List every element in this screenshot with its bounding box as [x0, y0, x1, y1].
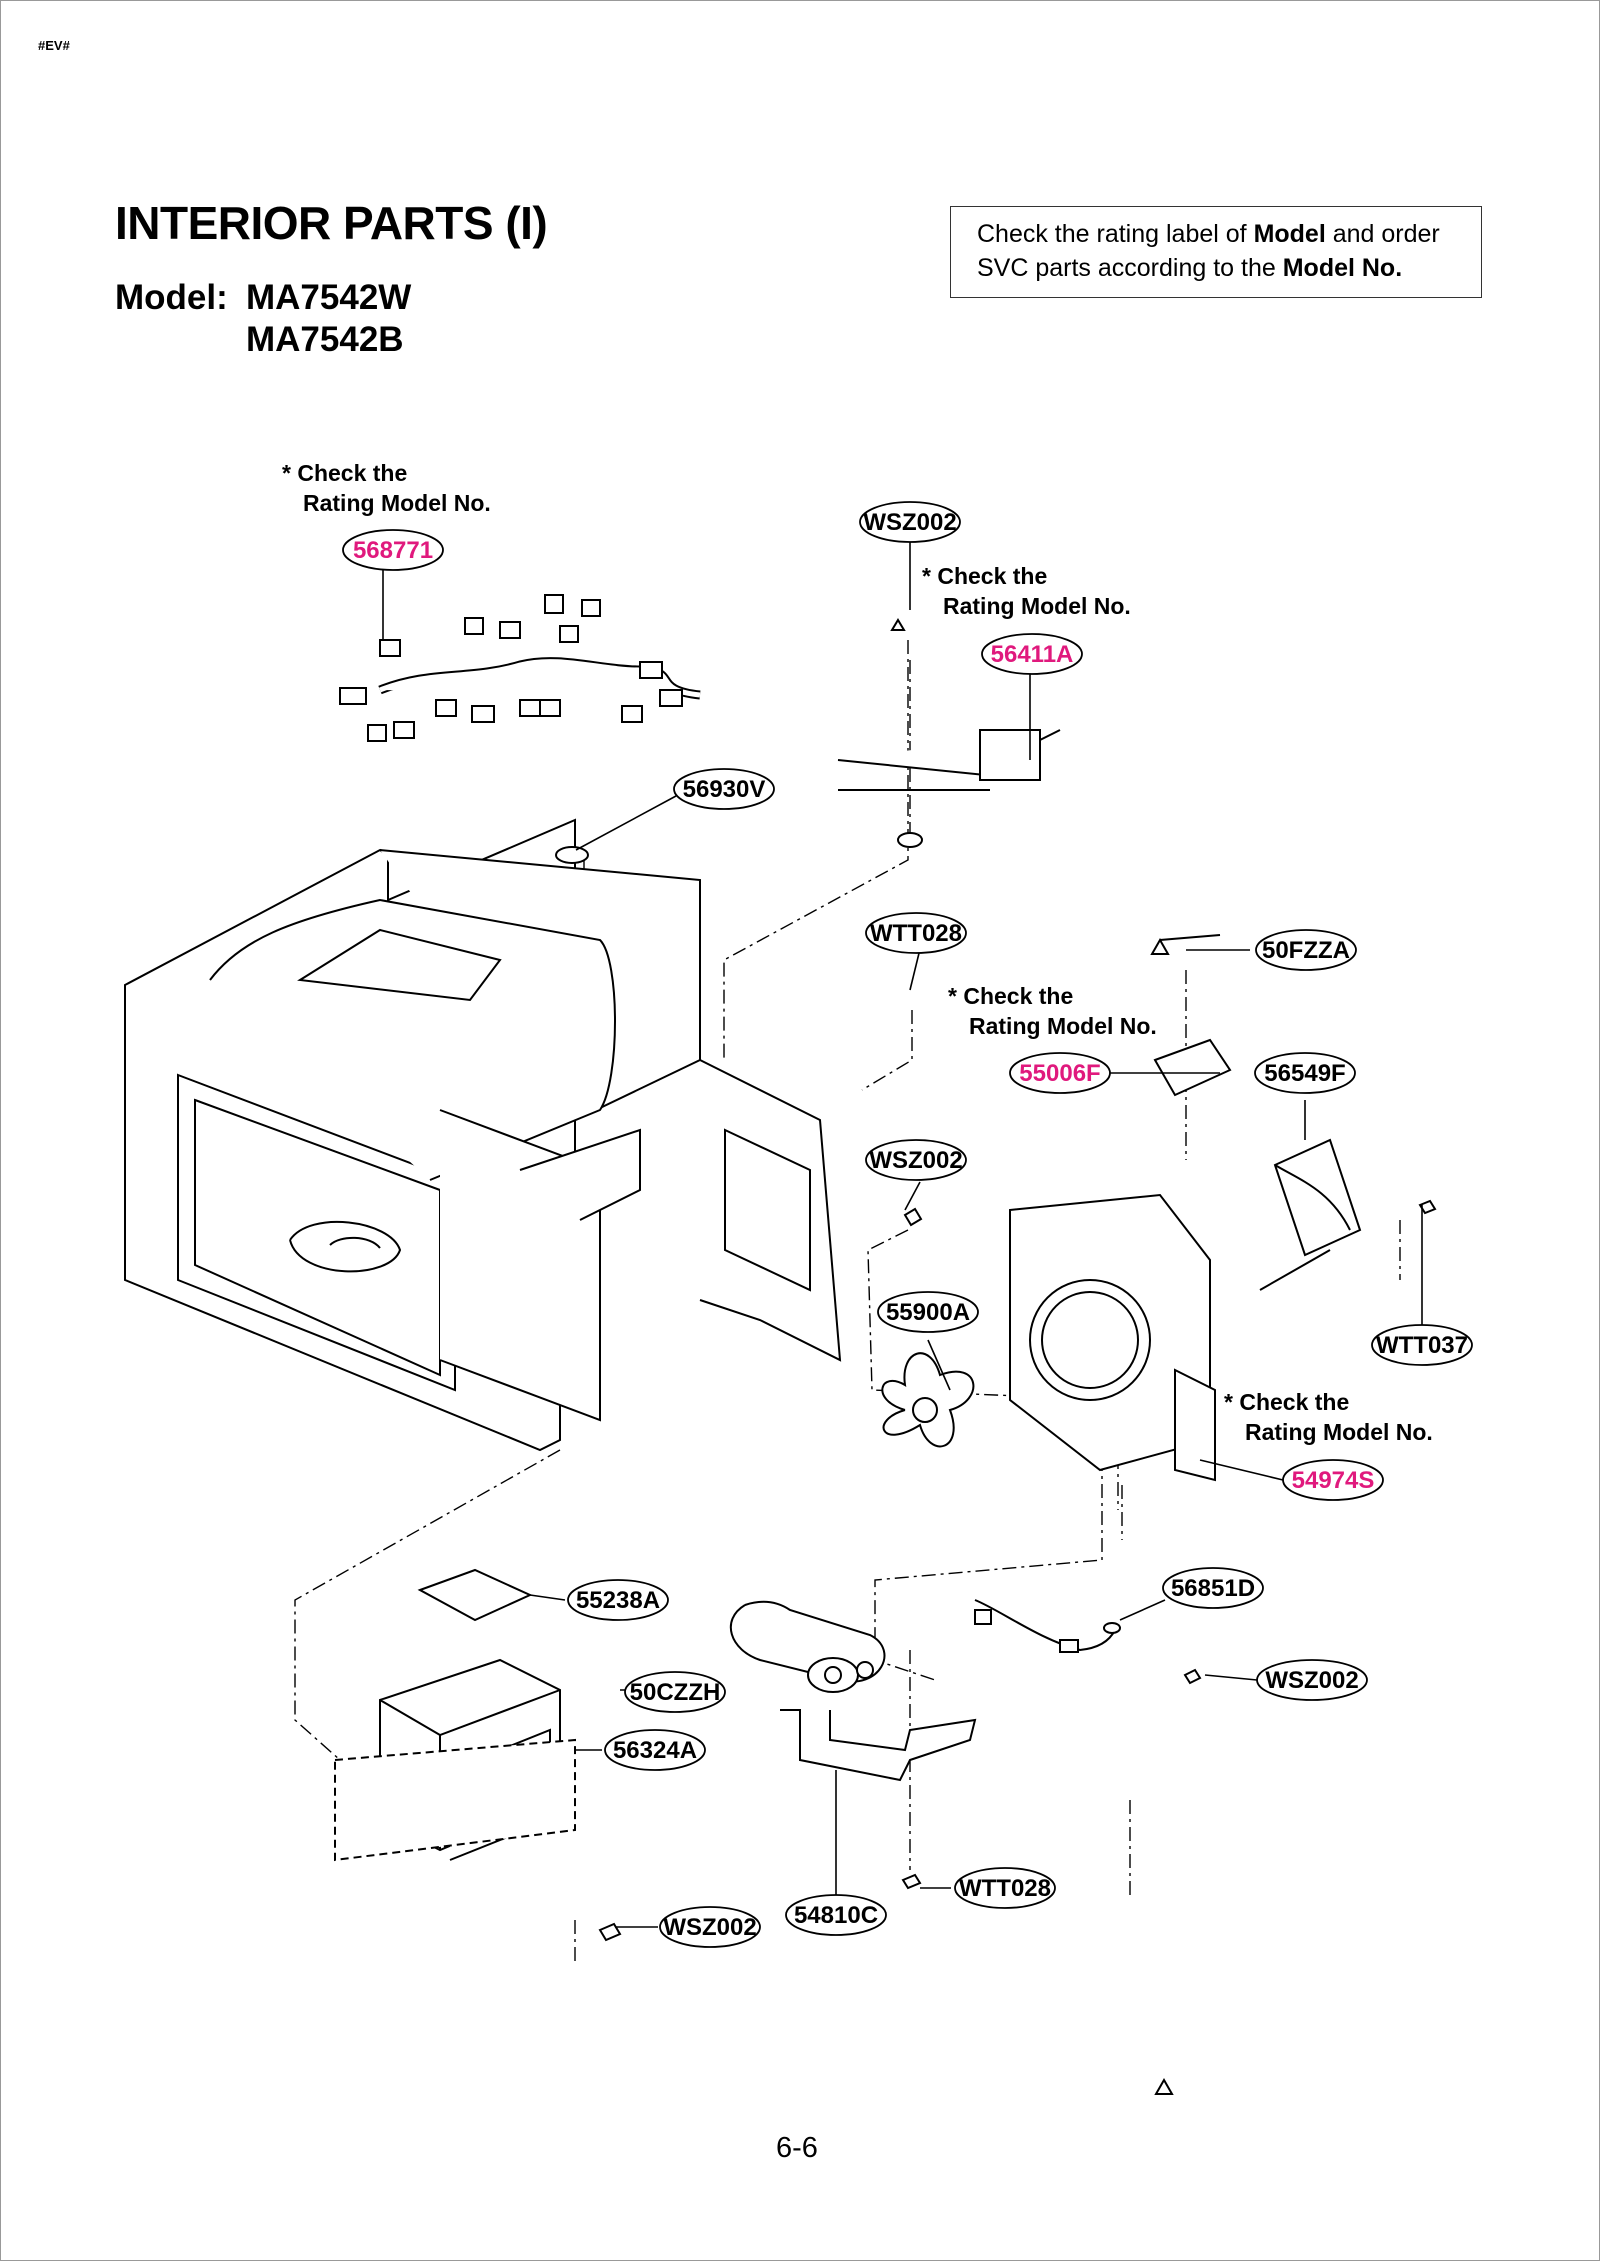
rating-notes: * Check the Rating Model No. * Check the… [282, 460, 1433, 1445]
callout-56851d: 56851D [1162, 1567, 1264, 1609]
callout-56930v: 56930V [673, 768, 775, 810]
part-code: WTT028 [959, 1875, 1051, 1902]
cavity-assembly-drawing [124, 818, 842, 1452]
callout-56411a: 56411A [981, 633, 1083, 675]
part-code: 56930V [683, 776, 766, 803]
part-code: WTT028 [870, 920, 962, 947]
callout-55006f: 55006F [1009, 1052, 1111, 1094]
callout-wsz002-right: WSZ002 [1256, 1659, 1368, 1701]
callout-wsz002-mid: WSZ002 [865, 1139, 967, 1181]
part-code: 56324A [613, 1737, 697, 1764]
callout-50fzza: 50FZZA [1255, 929, 1357, 971]
rating-note-line1: * Check the [948, 983, 1073, 1009]
page-number: 6-6 [776, 2132, 818, 2164]
part-code: 55900A [886, 1299, 970, 1326]
callout-wtt028-top: WTT028 [865, 912, 967, 954]
callout-56549f: 56549F [1254, 1052, 1356, 1094]
part-code: 55006F [1019, 1060, 1100, 1087]
part-code: 568771 [353, 537, 433, 564]
notice-bold-1: Model [1253, 220, 1326, 248]
rating-note-line2: Rating Model No. [943, 593, 1131, 619]
part-code: WSZ002 [663, 1914, 756, 1941]
callout-55238a: 55238A [567, 1579, 669, 1621]
rating-note-line1: * Check the [282, 460, 407, 486]
part-code: 55238A [576, 1587, 660, 1614]
callout-568771: 568771 [342, 529, 444, 571]
part-code: WTT037 [1376, 1332, 1468, 1359]
callout-wsz002-bottom: WSZ002 [659, 1906, 761, 1948]
callout-wsz002-top: WSZ002 [859, 501, 961, 543]
corner-code: #EV# [38, 38, 70, 53]
callout-54810c: 54810C [785, 1894, 887, 1936]
rating-note-line1: * Check the [1224, 1389, 1349, 1415]
callout-56324a: 56324A [604, 1729, 706, 1771]
callout-54974s: 54974S [1282, 1459, 1384, 1501]
notice-bold-2: Model No. [1282, 254, 1403, 282]
wire-harness-drawing [339, 594, 701, 742]
notice-text-2: and order [1325, 220, 1440, 248]
model-label: Model: [115, 278, 228, 317]
part-code: WSZ002 [869, 1147, 962, 1174]
service-notice-box: Check the rating label of Model and orde… [950, 206, 1482, 298]
part-code: 54974S [1292, 1467, 1375, 1494]
callout-55900a: 55900A [877, 1291, 979, 1333]
page-title: INTERIOR PARTS (I) [115, 197, 548, 249]
rating-note-line2: Rating Model No. [969, 1013, 1157, 1039]
part-code: 50CZZH [630, 1679, 721, 1706]
notice-text-3: SVC parts according to the [977, 254, 1283, 282]
callout-50czzh: 50CZZH [624, 1671, 726, 1713]
part-code: 50FZZA [1262, 937, 1350, 964]
callout-wtt028-bottom: WTT028 [954, 1867, 1056, 1909]
rating-note-line1: * Check the [922, 563, 1047, 589]
part-callouts: 568771 WSZ002 56411A 56930V WTT028 50FZZ… [342, 501, 1473, 1948]
notice-text-1: Check the rating label of [977, 220, 1254, 248]
leader-lines [382, 535, 1423, 1928]
part-code: 54810C [794, 1902, 878, 1929]
part-code: 56851D [1171, 1575, 1255, 1602]
part-code: 56549F [1264, 1060, 1345, 1087]
part-code: WSZ002 [1265, 1667, 1358, 1694]
rating-note-line2: Rating Model No. [1245, 1419, 1433, 1445]
part-code: WSZ002 [863, 509, 956, 536]
model-name-2: MA7542B [246, 320, 404, 359]
model-name-1: MA7542W [246, 278, 412, 317]
rating-note-line2: Rating Model No. [303, 490, 491, 516]
part-code: 56411A [991, 641, 1074, 668]
small-components-drawing [334, 618, 1437, 2095]
callout-wtt037: WTT037 [1371, 1324, 1473, 1366]
